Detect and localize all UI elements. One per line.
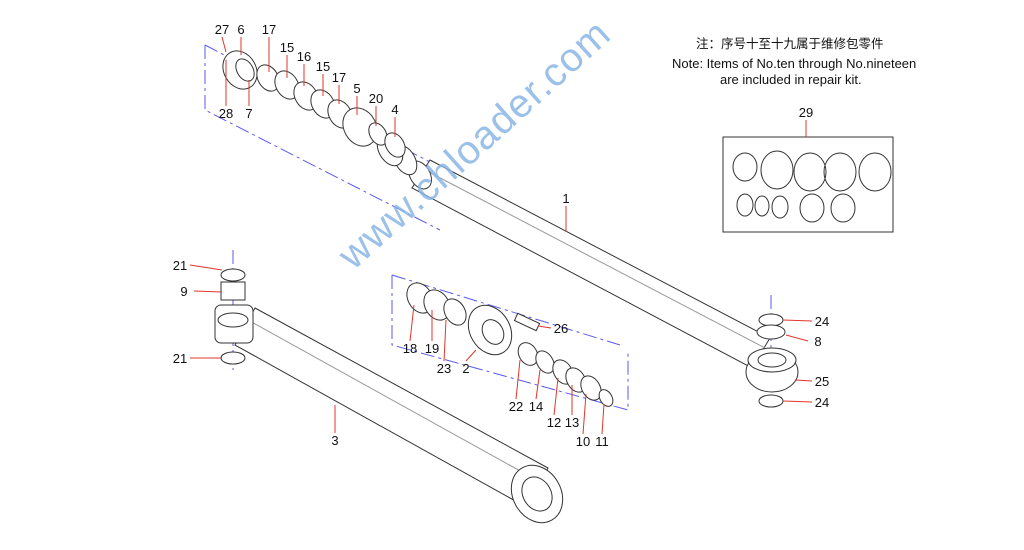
part-label-29: 29	[799, 105, 813, 120]
part-label-21: 21	[173, 351, 187, 366]
leader-line-2	[465, 349, 477, 362]
leader-line-24	[782, 319, 813, 322]
part-label-27: 27	[215, 22, 229, 37]
part-label-21: 21	[173, 258, 187, 273]
part-label-3: 3	[331, 433, 338, 448]
leader-line-22	[515, 359, 521, 400]
repair-kit-box	[722, 136, 894, 233]
part-label-22: 22	[509, 399, 523, 414]
part-label-12: 12	[547, 415, 561, 430]
leader-line-10	[582, 393, 587, 435]
part-label-17: 17	[262, 22, 276, 37]
part-label-20: 20	[369, 91, 383, 106]
cylinder-barrel	[214, 268, 564, 524]
leader-line-23	[443, 319, 447, 362]
leader-line-9	[193, 290, 223, 293]
part-label-7: 7	[245, 106, 252, 121]
part-label-10: 10	[576, 434, 590, 449]
part-label-16: 16	[297, 49, 311, 64]
part-label-14: 14	[529, 399, 543, 414]
part-label-8: 8	[814, 334, 821, 349]
rod-eye	[745, 347, 799, 393]
part-label-19: 19	[425, 341, 439, 356]
part-label-4: 4	[391, 102, 398, 117]
part-label-6: 6	[237, 22, 244, 37]
part-label-5: 5	[353, 81, 360, 96]
part-label-15: 15	[316, 59, 330, 74]
part-label-15: 15	[280, 40, 294, 55]
note-english-line2: are included in repair kit.	[720, 72, 862, 87]
part-label-11: 11	[595, 434, 609, 449]
part-label-28: 28	[219, 106, 233, 121]
leader-line-12	[553, 377, 559, 416]
part-label-23: 23	[437, 361, 451, 376]
leader-line-24	[782, 400, 813, 403]
part-label-9: 9	[180, 284, 187, 299]
part-label-25: 25	[815, 374, 829, 389]
leader-line-8	[785, 334, 809, 342]
leader-line-26	[537, 325, 552, 329]
eye-bushings	[756, 313, 786, 408]
part-label-24: 24	[815, 314, 829, 329]
leader-line-25	[794, 379, 813, 382]
leader-line-11	[601, 403, 605, 435]
part-label-2: 2	[462, 361, 469, 376]
leader-line-27	[221, 36, 227, 53]
repair-kit-note: 注：序号十至十九属于维修包零件 Note: Items of No.ten th…	[672, 36, 916, 88]
note-english-line1: Note: Items of No.ten through No.ninetee…	[672, 56, 917, 71]
leader-line-21	[189, 264, 223, 271]
part-label-17: 17	[332, 70, 346, 85]
part-label-13: 13	[565, 415, 579, 430]
gland-parts	[222, 50, 406, 158]
part-label-18: 18	[403, 341, 417, 356]
leader-line-14	[535, 369, 541, 400]
part-label-26: 26	[554, 321, 568, 336]
note-chinese: 注：序号十至十九属于维修包零件	[696, 36, 884, 51]
part-label-1: 1	[562, 191, 569, 206]
leader-line-18	[409, 304, 415, 342]
part-label-24: 24	[815, 395, 829, 410]
